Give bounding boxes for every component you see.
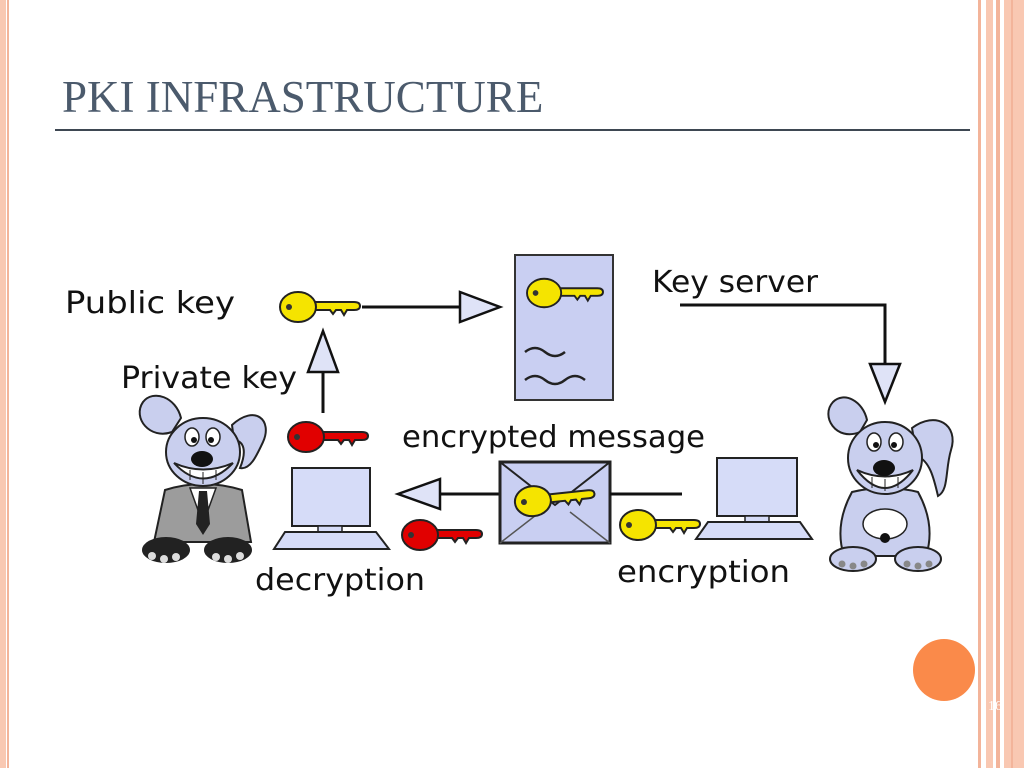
slide-border-right-line-3 (1011, 0, 1013, 768)
arrow-from-key-server (680, 303, 902, 406)
dog-in-suit-cartoon (138, 394, 267, 563)
slide-border-right-band-2 (1004, 0, 1024, 768)
slide-border-right-band-1 (986, 0, 993, 768)
slide-title: PKI INFRASTRUCTURE (62, 72, 544, 122)
decryption-private-key-icon (401, 519, 483, 551)
arrow-to-key-server (362, 290, 504, 324)
decryption-label: decryption (255, 563, 425, 598)
private-key-icon (287, 421, 369, 453)
accent-circle (913, 639, 975, 701)
public-key-icon (279, 291, 361, 323)
page-number: 16 (988, 699, 1002, 714)
slide-border-left-line (7, 0, 9, 768)
encrypted-message-label: encrypted message (402, 420, 705, 455)
key-server-label: Key server (652, 265, 819, 300)
public-key-label: Public key (65, 286, 235, 321)
private-key-label: Private key (121, 361, 297, 396)
encryption-public-key-icon (619, 509, 701, 541)
key-server-document-icon (514, 254, 614, 401)
encryption-computer-icon (694, 457, 814, 540)
dog-cartoon (827, 396, 954, 572)
arrow-up-to-public-key (306, 327, 340, 413)
slide-border-right-line-1 (978, 0, 981, 768)
slide-border-left (0, 0, 6, 768)
decryption-computer-icon (272, 467, 392, 550)
encryption-label: encryption (617, 555, 790, 590)
arrow-to-decryption (394, 477, 500, 511)
slide-border-right-line-2 (996, 0, 1000, 768)
title-underline (55, 129, 970, 131)
